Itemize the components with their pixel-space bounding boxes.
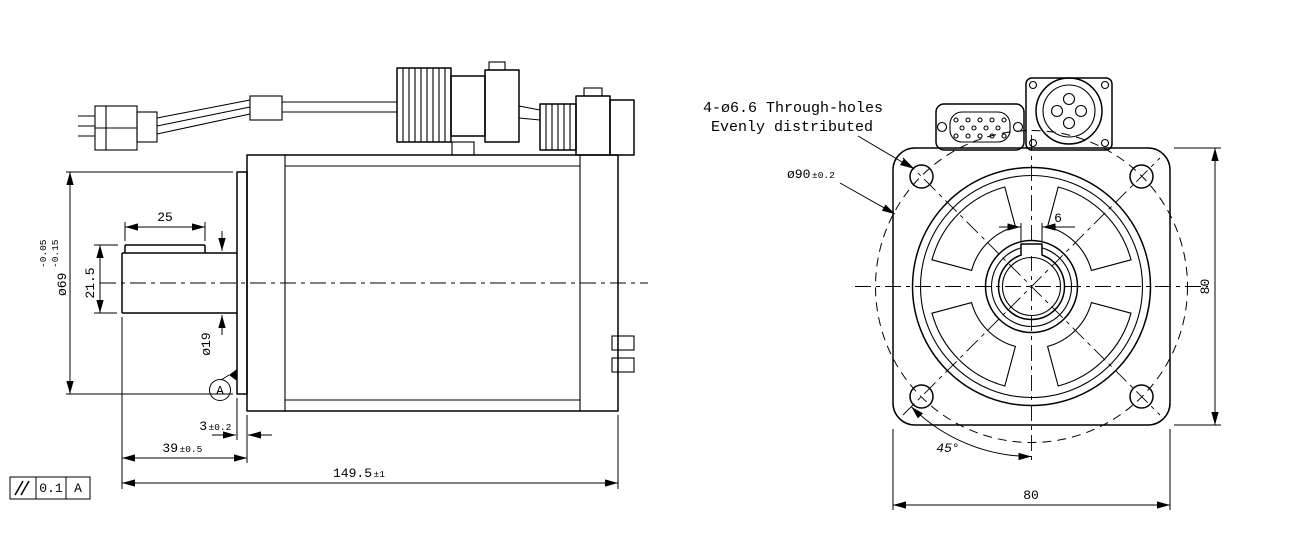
pilot-circle [911,166,1152,407]
dim-frame-height-text: 80 [1198,279,1213,295]
flange-square [892,147,1171,426]
cable [282,101,397,113]
dim-shaft-length-tol: ±0.5 [180,444,203,455]
side-view: 25 21.5 ø69 -0.05 -0.15 ø19 A [9,61,648,500]
through-hole-top-left [909,164,934,189]
circular-connector-flange [1025,77,1113,151]
dim-pilot-tol-lower: -0.15 [50,239,61,268]
datum-circle [209,379,231,401]
dim-pilot-protrusion: 3 ±0.2 [199,398,272,463]
fcf-datum-ref: A [74,481,82,496]
dim-hole-angle-text: 45° [936,441,959,456]
through-hole-bottom-right [1129,384,1154,409]
dim-bolt-circle: ø90 ±0.2 [787,167,896,215]
dim-total-length-tol: ±1 [374,469,386,480]
dsub-insert [949,111,1011,143]
diagonal-centerlines [902,157,1161,416]
flange-screw-tl [1028,80,1038,90]
flange-screw-bl [1028,138,1038,148]
flange-screw-br [1100,138,1110,148]
dim-key-length: 25 [124,210,206,241]
datum-a-symbol: A [209,369,237,401]
rear-tab-upper [611,335,635,351]
bolt-circle [875,130,1188,443]
keyway-mask [1021,243,1042,256]
bolt-circle-leader [839,182,896,215]
dim-shaft-length: 39 ±0.5 [121,317,247,489]
parallelism-tolerance-frame: 0.1 A [9,476,91,500]
aviation-plug-shell [484,69,520,143]
cable-connector-assembly [78,61,541,156]
dim-pilot-dia-text: ø69 [55,273,70,296]
shaft-chamfer-circle [1001,256,1062,317]
motor-body-side [236,154,635,412]
plug-bracket [451,141,475,156]
dim-key-width-text: 6 [1054,211,1062,226]
receptacle-block [575,95,611,156]
pilot-chamfer-circle [919,174,1144,399]
through-holes-note: 4-ø6.6 Through-holes Evenly distributed [703,100,914,169]
circular-connector-pins [1050,92,1088,130]
holes-note-leader [857,135,914,169]
motor-receptacle-connectors [539,87,635,156]
bearing-boss-outer [984,239,1079,334]
aviation-plug-body [450,75,486,137]
lead-wires [156,99,251,135]
rear-tab-lower [611,357,635,373]
dim-key-length-text: 25 [157,210,173,225]
dsub-pins [953,117,1007,139]
dim-bolt-circle-text: ø90 [787,167,810,182]
dim-pilot-dia: ø69 -0.05 -0.15 [38,171,233,395]
flange-spoke-windows [931,186,1132,387]
dim-shaft-length-text: 39 [162,441,178,456]
dim-frame-width-text: 80 [1023,488,1039,503]
dim-frame-width: 80 [892,429,1171,510]
connector-pins-icon [78,115,95,137]
aviation-plug-knurl [396,67,452,143]
encoder-connector-block [609,99,635,156]
front-face-circles [911,166,1152,407]
dim-pilot-protrusion-tol: ±0.2 [209,422,232,433]
cable-transition-block [249,95,283,121]
motor-housing [246,154,619,412]
dim-hole-angle: 45° [910,406,1032,461]
circular-connector-insert [1042,84,1096,138]
dsub-connector [935,103,1025,151]
flange-screw-tr [1100,80,1110,90]
datum-triangle-icon [229,369,237,381]
through-hole-top-right [1129,164,1154,189]
dim-pilot-protrusion-text: 3 [199,419,207,434]
dim-key-width: 6 [999,211,1075,241]
holes-note-line2: Evenly distributed [711,119,873,136]
plug-latch-tab [488,61,506,71]
dsub-screw-right [1012,121,1024,133]
dim-pilot-tol-upper: -0.05 [38,239,49,268]
front-view: 4-ø6.6 Through-holes Evenly distributed … [703,77,1221,510]
dim-key-height-text: 21.5 [83,267,98,298]
fcf-tolerance-value: 0.1 [39,481,63,496]
receptacle-tab [583,87,603,97]
dim-total-length: 149.5 ±1 [122,415,619,489]
plug-link-wires [518,105,541,121]
shaft-key-front [1020,243,1043,256]
shaft-side [121,244,237,314]
datum-letter: A [216,384,224,399]
dim-shaft-dia-text: ø19 [199,332,214,355]
shaft-key [124,244,206,253]
front-top-connectors [935,77,1113,151]
circular-connector-shell [1035,77,1103,145]
parallelism-icon [14,480,30,496]
dim-shaft-dia: ø19 [199,231,226,356]
small-connector-mate [136,111,158,143]
dim-total-length-text: 149.5 [333,466,372,481]
dsub-screw-left [936,121,948,133]
dim-bolt-circle-tol: ±0.2 [812,170,835,181]
dim-key-height: 21.5 [83,244,118,314]
holes-note-line1: 4-ø6.6 Through-holes [703,100,883,117]
dim-frame-height: 80 [1174,147,1221,426]
